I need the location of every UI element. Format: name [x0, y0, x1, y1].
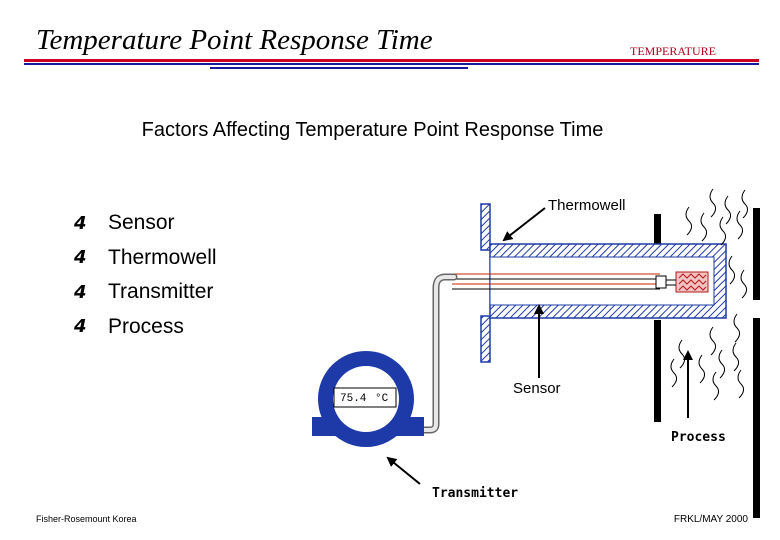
- bullet-icon: 4: [74, 316, 87, 338]
- section-label: TEMPERATURE: [630, 44, 717, 58]
- process-label: Process: [671, 430, 726, 445]
- list-item: 4 Transmitter: [74, 275, 217, 310]
- transmitter: [312, 351, 424, 447]
- transmitter-display-value: 75.4: [340, 393, 367, 405]
- footer-date: FRKL/MAY 2000: [673, 514, 748, 525]
- bullet-label: Thermowell: [108, 245, 217, 269]
- slide-heading: Factors Affecting Temperature Point Resp…: [141, 119, 604, 141]
- bullet-label: Process: [108, 314, 184, 338]
- bullet-icon: 4: [74, 247, 87, 269]
- transmitter-label: Transmitter: [432, 486, 518, 501]
- sensor-label: Sensor: [513, 380, 561, 397]
- process-flow-lines: [670, 188, 749, 401]
- list-item: 4 Thermowell: [74, 241, 217, 276]
- sensor-wires: [452, 273, 667, 290]
- transmitter-display-unit: °C: [375, 393, 389, 405]
- bullet-label: Sensor: [108, 211, 175, 235]
- transmitter-arrow: [386, 456, 421, 485]
- bullet-icon: 4: [74, 212, 87, 234]
- list-item: 4 Process: [74, 310, 217, 345]
- thermowell-flange: [480, 203, 491, 363]
- sensor-element: [666, 271, 709, 293]
- thermowell-label: Thermowell: [548, 197, 626, 214]
- thermowell-arrow: [502, 207, 546, 242]
- sensor-cable: [408, 273, 458, 434]
- bullet-icon: 4: [74, 281, 87, 303]
- bullet-label: Transmitter: [108, 280, 214, 304]
- footer-company: Fisher-Rosemount Korea: [36, 514, 137, 524]
- page-title: Temperature Point Response Time: [36, 24, 433, 56]
- factor-list: 4 Sensor 4 Thermowell 4 Transmitter 4 Pr…: [74, 206, 217, 344]
- list-item: 4 Sensor: [74, 206, 217, 241]
